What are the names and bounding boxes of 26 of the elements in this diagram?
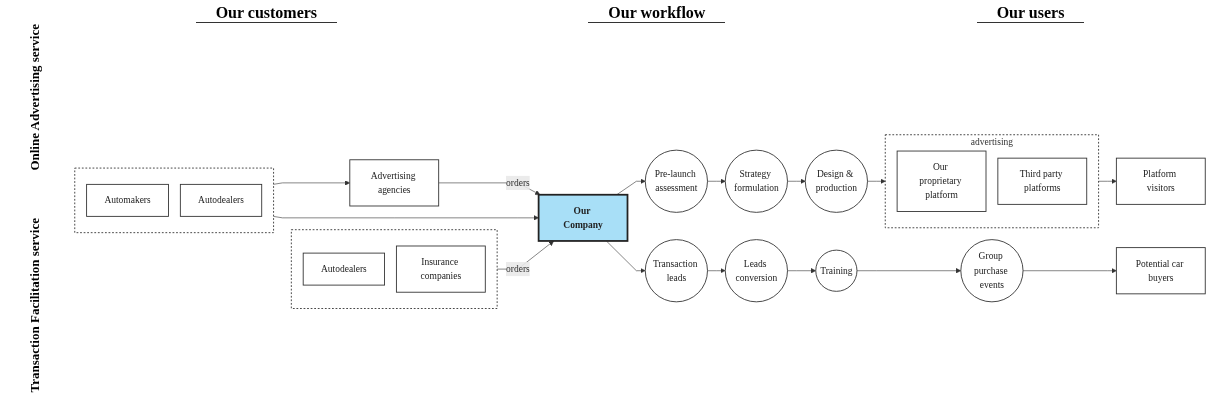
cluster [74, 167, 274, 233]
node-box: Our proprietary platform [896, 150, 987, 212]
node-box: Third party platforms [997, 157, 1088, 205]
edge-label: orders [506, 177, 530, 188]
edge-label: orders [506, 263, 530, 274]
column-heading: Our users [976, 4, 1085, 23]
node-circle: Pre-launch assessment [644, 149, 708, 213]
node-box: Insurance companies [395, 245, 486, 293]
node-circle: Training [815, 249, 858, 292]
node-box: Our Company [537, 193, 629, 242]
column-heading: Our customers [195, 4, 338, 23]
node-box: Autodealers [179, 183, 263, 217]
cluster [290, 229, 498, 309]
node-box: Automakers [86, 183, 169, 217]
lane-label: Online Advertising service [27, 23, 43, 171]
node-circle: Leads conversion [724, 239, 788, 303]
node-box: Platform visitors [1115, 157, 1206, 205]
node-box: Advertising agencies [349, 159, 440, 207]
node-circle: Group purchase events [960, 239, 1024, 303]
column-heading: Our workflow [588, 4, 726, 23]
node-circle: Strategy formulation [724, 149, 788, 213]
node-box: Autodealers [302, 252, 385, 286]
node-circle: Design & production [804, 149, 868, 213]
node-box: Potential car buyers [1115, 247, 1206, 295]
lane-label: Transaction Facilitation service [27, 217, 43, 393]
node-circle: Transaction leads [644, 239, 708, 303]
